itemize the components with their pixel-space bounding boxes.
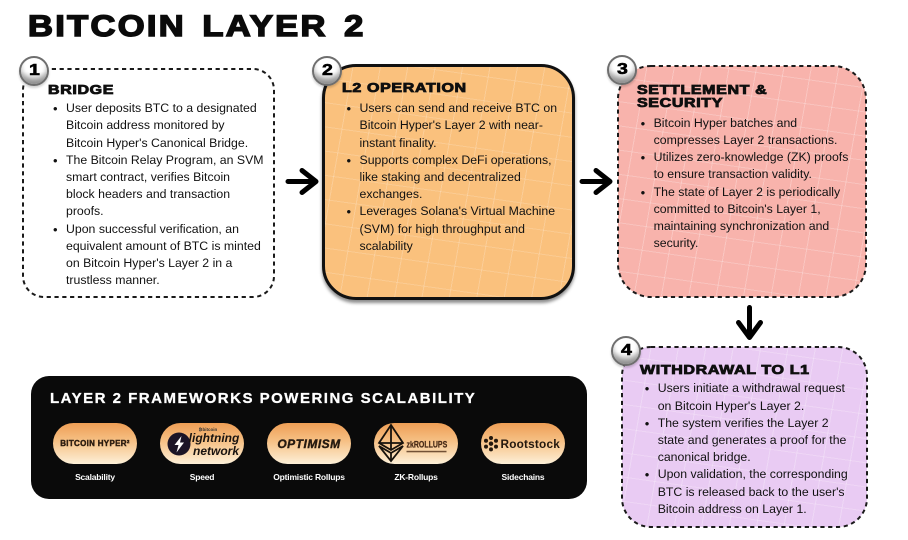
svg-text:Rootstock: Rootstock bbox=[501, 437, 561, 451]
svg-text:network: network bbox=[193, 444, 240, 458]
svg-text:zkROLLUPS: zkROLLUPS bbox=[407, 440, 448, 450]
svg-text:lightning: lightning bbox=[189, 431, 240, 445]
svg-text:₿bitcoin: ₿bitcoin bbox=[199, 426, 218, 432]
